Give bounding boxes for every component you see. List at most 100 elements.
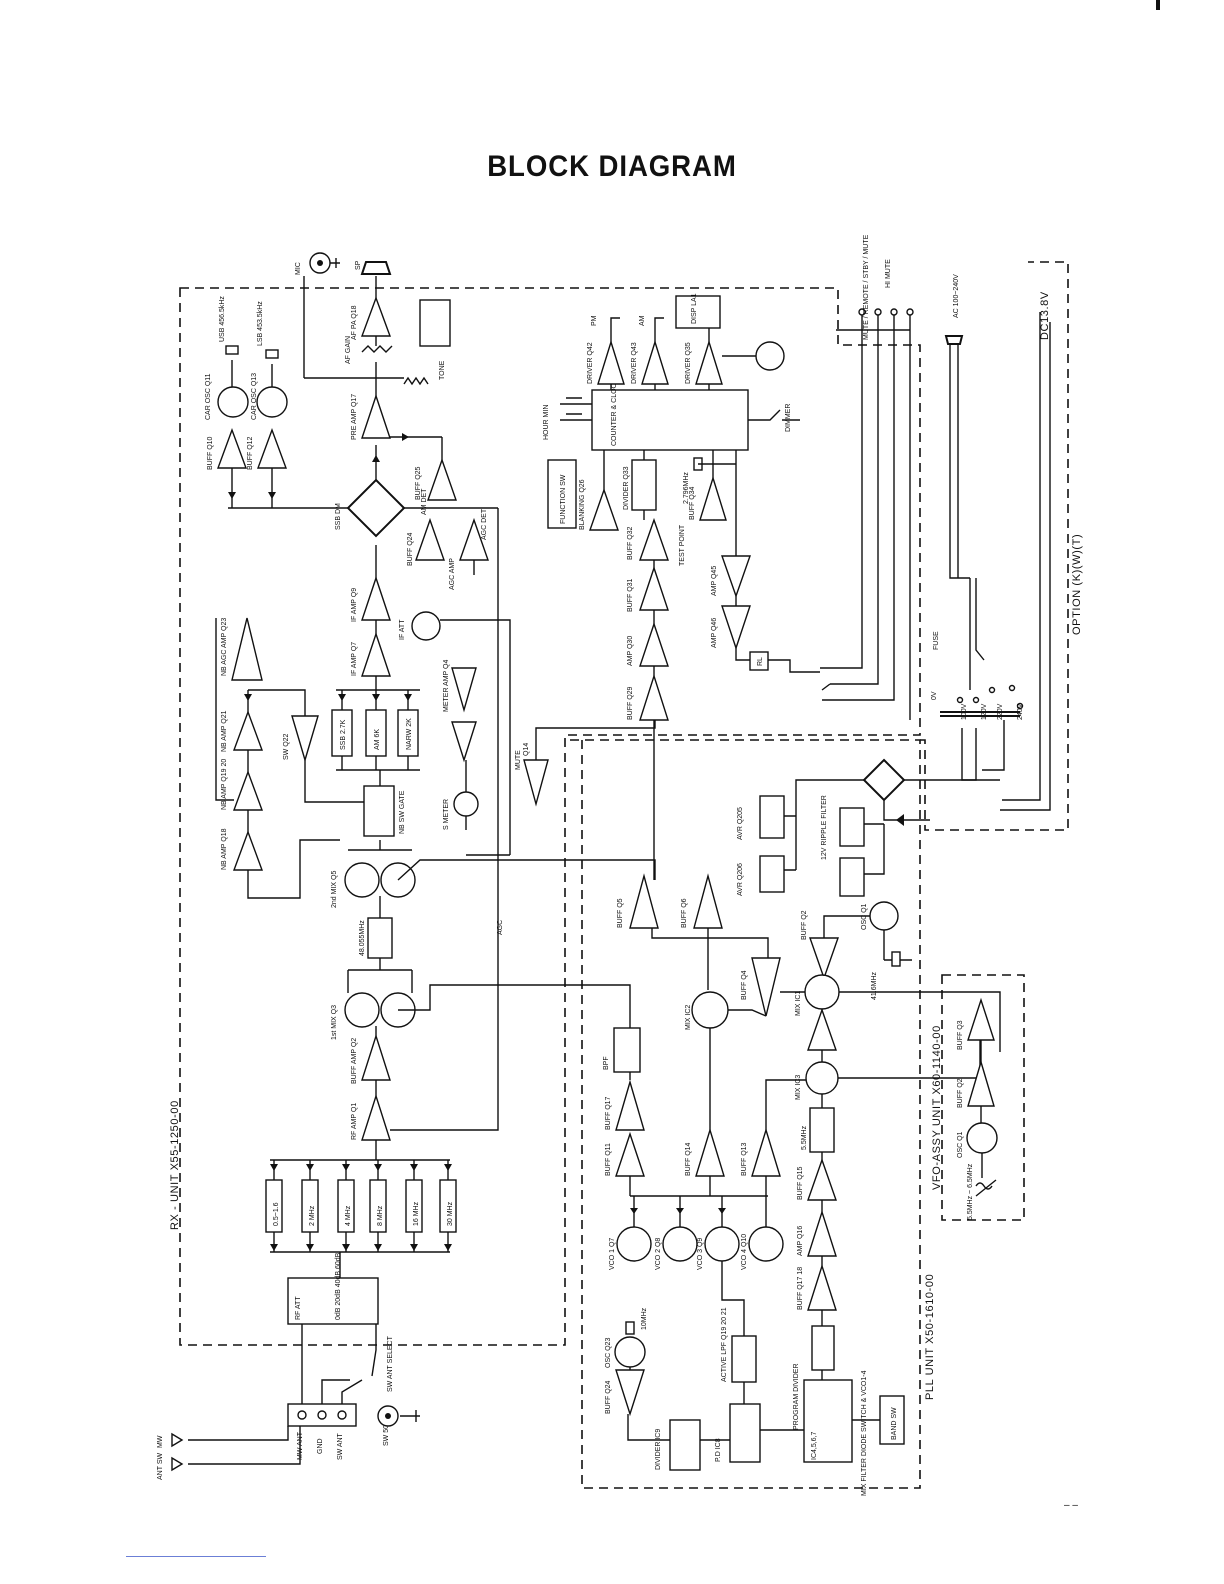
pll-crystal-10mhz-label: 10MHz [641,1307,648,1330]
am-filter-label: AM 6K [374,729,381,750]
vfo-buff-q3-label: BUFF Q3 [957,1020,964,1050]
amp-q30 [639,621,669,667]
mix-ic1 [804,974,840,1010]
amp-q46 [721,605,751,651]
option-label: OPTION (K)(W)(T) [1071,534,1083,635]
pll-buff-q24-label: BUFF Q24 [605,1380,612,1414]
buff-q29-label: BUFF Q29 [627,686,634,720]
divider-q33 [631,459,657,511]
pre-amp-label: PRE AMP Q17 [351,394,358,440]
buff-q12-label: BUFF Q12 [247,436,254,470]
avr-q205-block [759,795,785,839]
avr-q206-block [759,855,785,893]
buff-q25-label: BUFF Q25 [415,466,422,500]
rf-front-end: RF ATT 0dB 20dB 40dB 60dB 0.5~1.6 2 MHz … [265,840,656,1325]
sw-q22 [291,715,319,763]
mix-ic2-label: MIX IC2 [685,1005,692,1030]
transformer-taps: 100V 120V 220V 240V [956,684,1024,720]
rear-terminal-4: SW 50 [383,1425,390,1446]
rf-band-label-1: 0.5~1.6 [273,1202,280,1226]
ac-input-label: AC 100~240V [953,274,960,318]
nb-agc-amp-label: NB AGC AMP Q23 [221,618,228,676]
band-sw-label: BAND SW [891,1407,898,1440]
active-lpf-label: ACTIVE LPF Q19 20 21 [721,1307,728,1382]
amp-q46-label: AMP Q46 [711,618,718,648]
speaker-icon: SP [355,260,392,275]
shaper-ic10 [811,1325,835,1371]
pll-buff-q4 [751,957,781,1017]
pll-osc-q1-label: OSC Q1 [861,903,868,930]
volt-0-label: 0V [931,691,938,700]
rf-band-label-6: 30 MHz [447,1201,454,1226]
clock-lsi-label: COUNTER & CLOCK LSI [611,366,618,446]
pll-buff-q15-label: BUFF Q15 [797,1166,804,1200]
mic-jack: MIC [295,252,340,275]
pll-buff-q5-label: BUFF Q5 [617,898,624,928]
rf-band-label-2: 2 MHz [309,1205,316,1226]
buff-q31 [639,565,669,611]
vfo-buff-q3 [967,997,995,1041]
buff-q32-label: BUFF Q32 [627,526,634,560]
amp-q30-label: AMP Q30 [627,636,634,666]
pll-buff-q17-18-label: BUFF Q17 18 [797,1267,804,1310]
rx-unit-border [179,287,921,1346]
vco3-label: VCO 3 Q9 [697,1238,704,1270]
relay-label: RL [757,657,764,666]
driver-q35-label: DRIVER Q35 [685,342,692,384]
pll-bpf-5mhz-label: 5.5MHz [801,1125,808,1150]
rf-att-levels: 0dB 20dB 40dB 60dB [335,1252,342,1320]
s-meter [453,791,479,817]
car-osc-q11-label: CAR OSC Q11 [205,373,212,420]
rectifier-diode [896,814,904,826]
car-osc-q11 [217,386,249,418]
lsb-crystal-label: LSB 453.5kHz [257,301,264,346]
agc-amp-label: AGC AMP [449,558,456,590]
vfo-unit: BUFF Q3 BUFF Q2 OSC Q1 5.5MHz ~ 6.5MHz [957,997,998,1220]
diode-switch-label: MIX FILTER DIODE SWITCH & VCO1-4 [861,1370,868,1496]
blanking-q26 [589,487,619,531]
display-block [675,295,721,329]
pre-amp [361,393,391,439]
rx-unit-label: RX - UNIT X55-1250-00 [169,1100,181,1230]
antenna-mw-label: MW [157,1435,164,1448]
vco4 [748,1226,784,1262]
pll-bpf [613,1027,641,1073]
driver-q35 [695,339,723,385]
hour-min-label: HOUR MIN [543,405,550,440]
pll-buff-q11 [615,1131,645,1177]
buff-q24-label: BUFF Q24 [407,532,414,566]
vco2 [662,1226,698,1262]
dimmer-label: DIMMER [785,404,792,432]
mute-label: MUTE [515,750,522,770]
vco1 [616,1226,652,1262]
test-point-label: TEST POINT [679,524,686,566]
car-osc-q13-label: CAR OSC Q13 [251,373,258,420]
if-amp-q9 [361,575,391,621]
pll-buff-q17 [615,1079,645,1131]
mix-ic3 [805,1061,839,1095]
usb-crystal-label: USB 456.5kHz [219,296,226,342]
vfo-tuning-coil [975,1179,997,1197]
ripple-filter-block [839,807,865,847]
rf-att-label: RF ATT [295,1296,302,1320]
q208-regulator [839,857,865,897]
mixer-1st-label: 1st MIX Q3 [331,1005,338,1040]
rear-terminal-2: GND [317,1438,324,1454]
antenna-mw-icon [171,1432,184,1448]
switching-block [419,299,451,347]
display-label: DISP LA1 [691,293,698,324]
lo1-feed [398,984,631,1030]
pll-amp-q16 [807,1209,837,1257]
antenna-sw-icon [171,1456,184,1472]
pll-buff-q13-label: BUFF Q13 [741,1142,748,1176]
vfo-osc-q1-label: OSC Q1 [957,1131,964,1158]
meter-amp-q5 [451,721,477,763]
buff-amp-label: BUFF AMP Q2 [351,1038,358,1084]
rf-amp [361,1093,391,1141]
agc-line [390,508,499,1131]
meter-amp-label: METER AMP Q4 [443,660,450,712]
mixer-2nd-a [344,862,380,898]
nb-amp-q21 [232,709,264,751]
driver-q43-label: DRIVER Q43 [631,342,638,384]
